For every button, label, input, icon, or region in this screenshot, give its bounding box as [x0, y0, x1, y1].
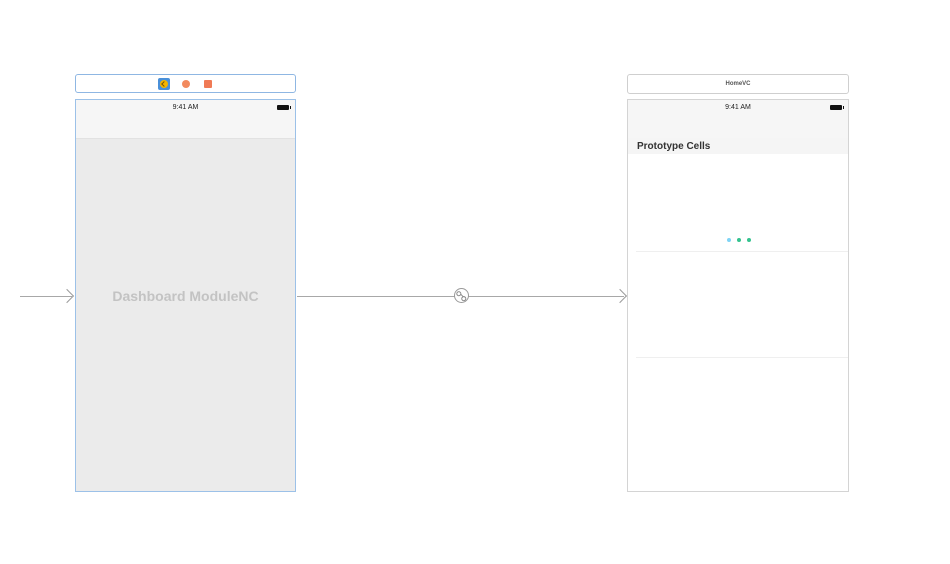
status-bar: 9:41 AM — [76, 100, 295, 139]
entry-point-arrow-line[interactable] — [20, 296, 72, 297]
status-time: 9:41 AM — [172, 104, 199, 111]
loading-indicator — [727, 238, 751, 242]
loading-dot-icon — [727, 238, 731, 242]
loading-dot-icon — [747, 238, 751, 242]
scene-dock-homevc[interactable]: HomeVC — [627, 74, 849, 94]
loading-dot-icon — [737, 238, 741, 242]
entry-point-arrowhead-icon — [59, 288, 75, 304]
scene-title: Dashboard ModuleNC — [112, 288, 259, 304]
first-responder-icon[interactable] — [180, 78, 192, 90]
status-bar: 9:41 AM — [628, 100, 848, 139]
status-time: 9:41 AM — [725, 104, 751, 111]
section-title: Prototype Cells — [637, 141, 711, 152]
segue-arrowhead-icon — [612, 288, 628, 304]
battery-icon — [277, 105, 291, 110]
exit-icon[interactable] — [202, 78, 214, 90]
cell-separator — [636, 357, 848, 358]
cell-separator — [636, 251, 848, 252]
prototype-cells-header: Prototype Cells — [628, 138, 848, 154]
view-controller-icon[interactable] — [157, 77, 170, 90]
relationship-segue-icon[interactable] — [454, 288, 469, 303]
scene-dock-navigation-controller[interactable] — [75, 74, 296, 93]
homevc-scene[interactable]: 9:41 AM Prototype Cells — [627, 99, 849, 492]
navigation-controller-scene[interactable]: 9:41 AM Dashboard ModuleNC — [75, 99, 296, 492]
battery-icon — [830, 105, 844, 110]
